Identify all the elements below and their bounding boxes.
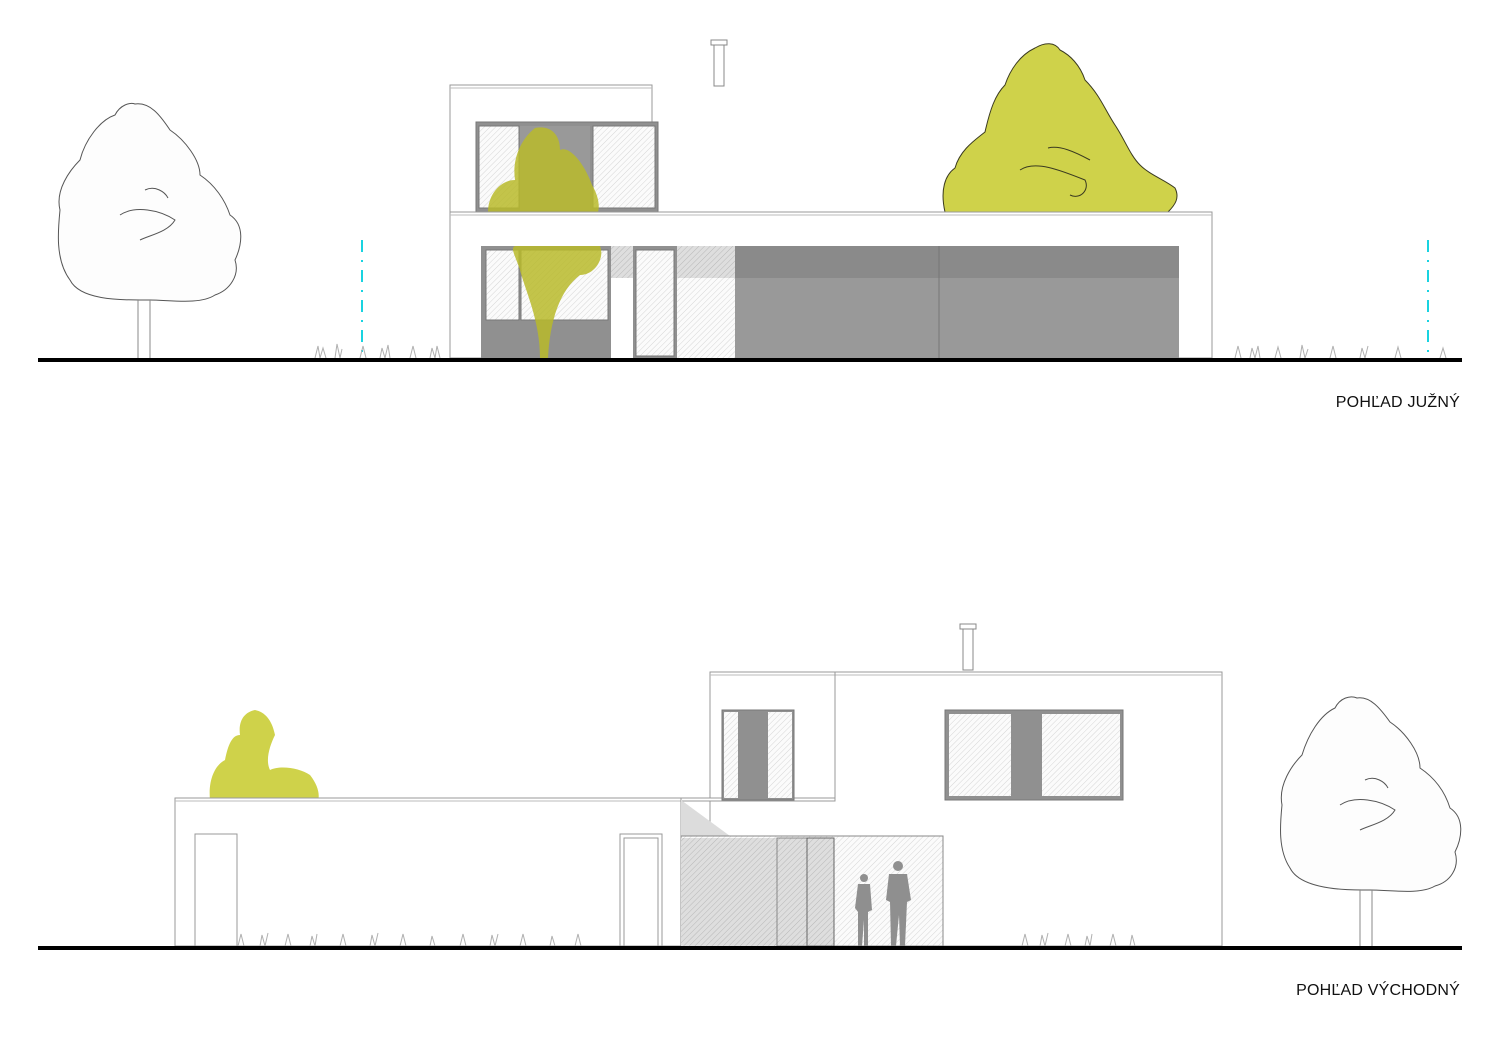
large-window-east [944, 709, 1124, 801]
view-title-east: POHĽAD VÝCHODNÝ [1296, 982, 1460, 999]
foliage-shrub-icon [209, 710, 319, 800]
south-elevation [38, 39, 1462, 362]
foliage-tree-right-icon [942, 43, 1178, 213]
door-left-east [194, 833, 238, 947]
ground-floor-facade-south [481, 246, 1179, 358]
east-elevation [38, 623, 1462, 950]
human-silhouettes-icon [855, 861, 911, 946]
outline-tree-right-icon [1280, 696, 1462, 946]
grass-right [1234, 344, 1447, 360]
single-storey-wing [174, 797, 682, 947]
small-window-east [721, 709, 795, 801]
grass-east-right [1021, 932, 1136, 947]
view-title-south: POHĽAD JUŽNÝ [1335, 394, 1460, 411]
grass-left [314, 343, 462, 360]
grass-east-left [237, 932, 582, 948]
chimney-south [713, 43, 725, 87]
chimney-east [962, 627, 974, 671]
upper-window-south [475, 121, 659, 213]
outline-tree-left-icon [57, 102, 242, 358]
